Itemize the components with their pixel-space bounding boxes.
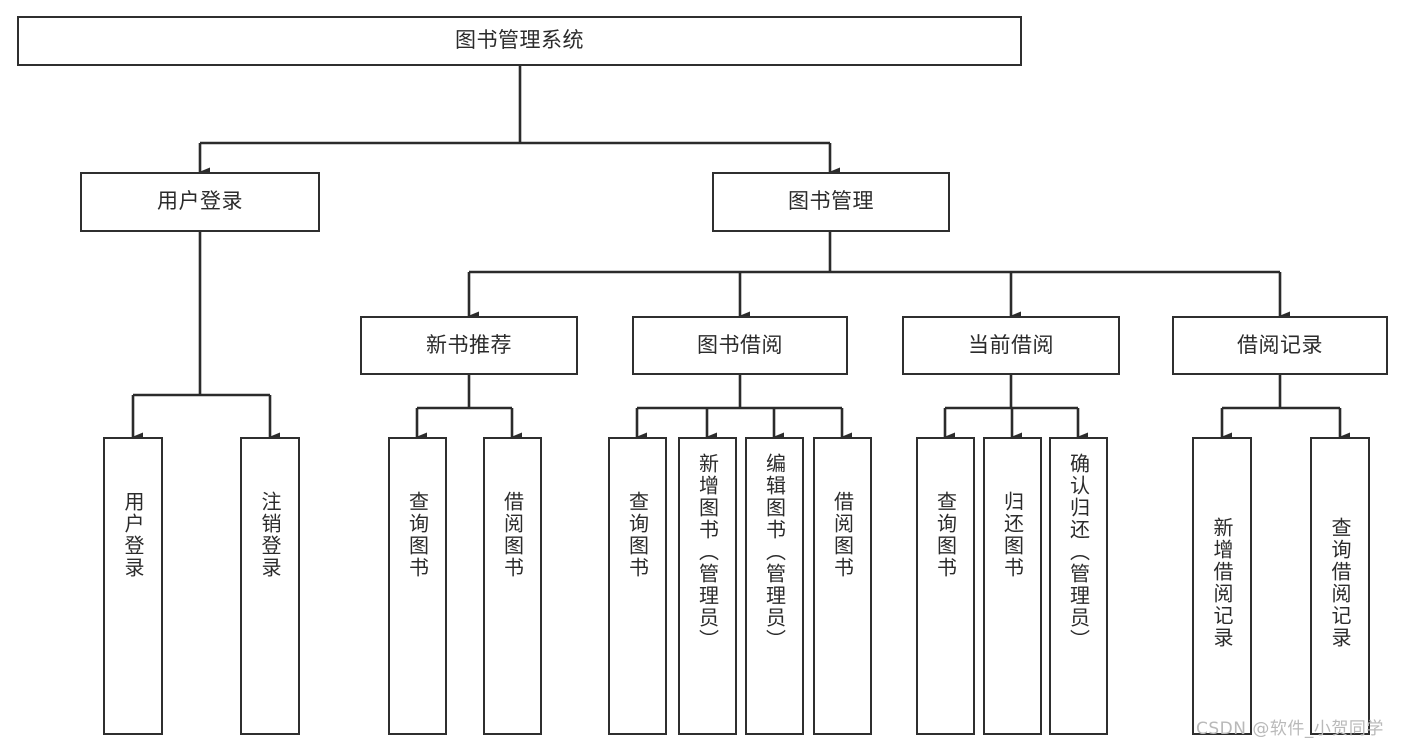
leaf-node-label: 编辑图书（管理员） bbox=[762, 453, 787, 651]
leaf-node[interactable]: 新增借阅记录 bbox=[1192, 437, 1252, 735]
node-book-borrow[interactable]: 图书借阅 bbox=[632, 316, 848, 375]
leaf-node-label: 用户登录 bbox=[121, 491, 145, 579]
leaf-node-label: 借阅图书 bbox=[830, 491, 855, 579]
leaf-node-label: 归还图书 bbox=[1000, 491, 1025, 579]
leaf-node[interactable]: 查询图书 bbox=[916, 437, 975, 735]
node-root[interactable]: 图书管理系统 bbox=[17, 16, 1022, 66]
leaf-node-label: 确认归还（管理员） bbox=[1066, 453, 1091, 651]
leaf-node[interactable]: 查询图书 bbox=[388, 437, 447, 735]
node-borrow-record[interactable]: 借阅记录 bbox=[1172, 316, 1388, 375]
leaf-node-label: 新增图书（管理员） bbox=[695, 453, 720, 651]
leaf-node-label: 查询图书 bbox=[933, 491, 958, 579]
node-root-label: 图书管理系统 bbox=[455, 28, 584, 53]
leaf-node-label: 查询借阅记录 bbox=[1328, 517, 1352, 649]
leaf-node-label: 借阅图书 bbox=[500, 491, 525, 579]
node-user-login[interactable]: 用户登录 bbox=[80, 172, 320, 232]
node-new-book-recommend-label: 新书推荐 bbox=[426, 332, 512, 357]
node-current-borrow[interactable]: 当前借阅 bbox=[902, 316, 1120, 375]
leaf-node-label: 注销登录 bbox=[258, 491, 282, 579]
leaf-node[interactable]: 新增图书（管理员） bbox=[678, 437, 737, 735]
leaf-node[interactable]: 查询借阅记录 bbox=[1310, 437, 1370, 735]
node-new-book-recommend[interactable]: 新书推荐 bbox=[360, 316, 578, 375]
leaf-node[interactable]: 归还图书 bbox=[983, 437, 1042, 735]
leaf-node[interactable]: 借阅图书 bbox=[813, 437, 872, 735]
leaf-node[interactable]: 用户登录 bbox=[103, 437, 163, 735]
node-borrow-record-label: 借阅记录 bbox=[1237, 332, 1323, 357]
leaf-node-label: 新增借阅记录 bbox=[1210, 517, 1234, 649]
node-current-borrow-label: 当前借阅 bbox=[968, 332, 1054, 357]
leaf-node[interactable]: 确认归还（管理员） bbox=[1049, 437, 1108, 735]
leaf-node-label: 查询图书 bbox=[405, 491, 430, 579]
leaf-node[interactable]: 借阅图书 bbox=[483, 437, 542, 735]
node-user-login-label: 用户登录 bbox=[157, 189, 243, 214]
csdn-watermark: CSDN @软件_小贺同学 bbox=[1196, 719, 1384, 739]
node-book-borrow-label: 图书借阅 bbox=[697, 332, 783, 357]
leaf-node-label: 查询图书 bbox=[625, 491, 650, 579]
leaf-node[interactable]: 查询图书 bbox=[608, 437, 667, 735]
node-book-management[interactable]: 图书管理 bbox=[712, 172, 950, 232]
leaf-node[interactable]: 编辑图书（管理员） bbox=[745, 437, 804, 735]
node-book-management-label: 图书管理 bbox=[788, 189, 874, 214]
leaf-node[interactable]: 注销登录 bbox=[240, 437, 300, 735]
